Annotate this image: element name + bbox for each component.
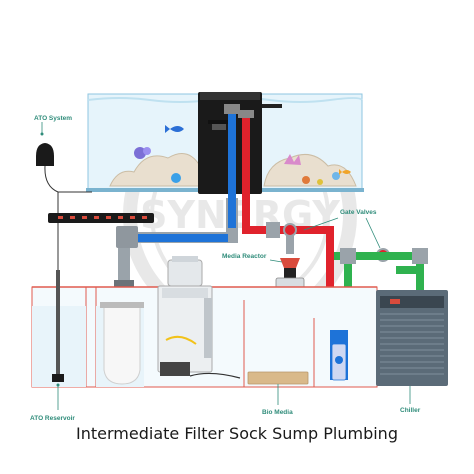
label-gate-valves: Gate Valves xyxy=(340,209,377,216)
chiller-pump xyxy=(330,330,348,381)
label-bio-media: Bio Media xyxy=(262,409,293,416)
label-ato-system: ATO System xyxy=(34,115,72,122)
protein-skimmer xyxy=(157,256,213,376)
overflow-lines xyxy=(224,104,254,204)
label-ato-reservoir: ATO Reservoir xyxy=(30,415,75,422)
ato-system xyxy=(36,122,92,270)
power-strip xyxy=(48,213,154,223)
ato-reservoir xyxy=(52,270,64,410)
diagram-caption: Intermediate Filter Sock Sump Plumbing xyxy=(76,424,398,443)
gate-valve-handle-1 xyxy=(285,225,295,235)
return-line-blue xyxy=(116,198,236,248)
ato-controller-icon xyxy=(36,143,54,166)
chiller xyxy=(376,290,448,404)
label-media-reactor: Media Reactor xyxy=(222,253,267,260)
bio-media xyxy=(247,371,309,405)
pump-cable xyxy=(189,372,241,379)
reactor-feed-line-red xyxy=(242,198,334,326)
filter-sock xyxy=(103,305,141,385)
label-chiller: Chiller xyxy=(400,407,421,414)
